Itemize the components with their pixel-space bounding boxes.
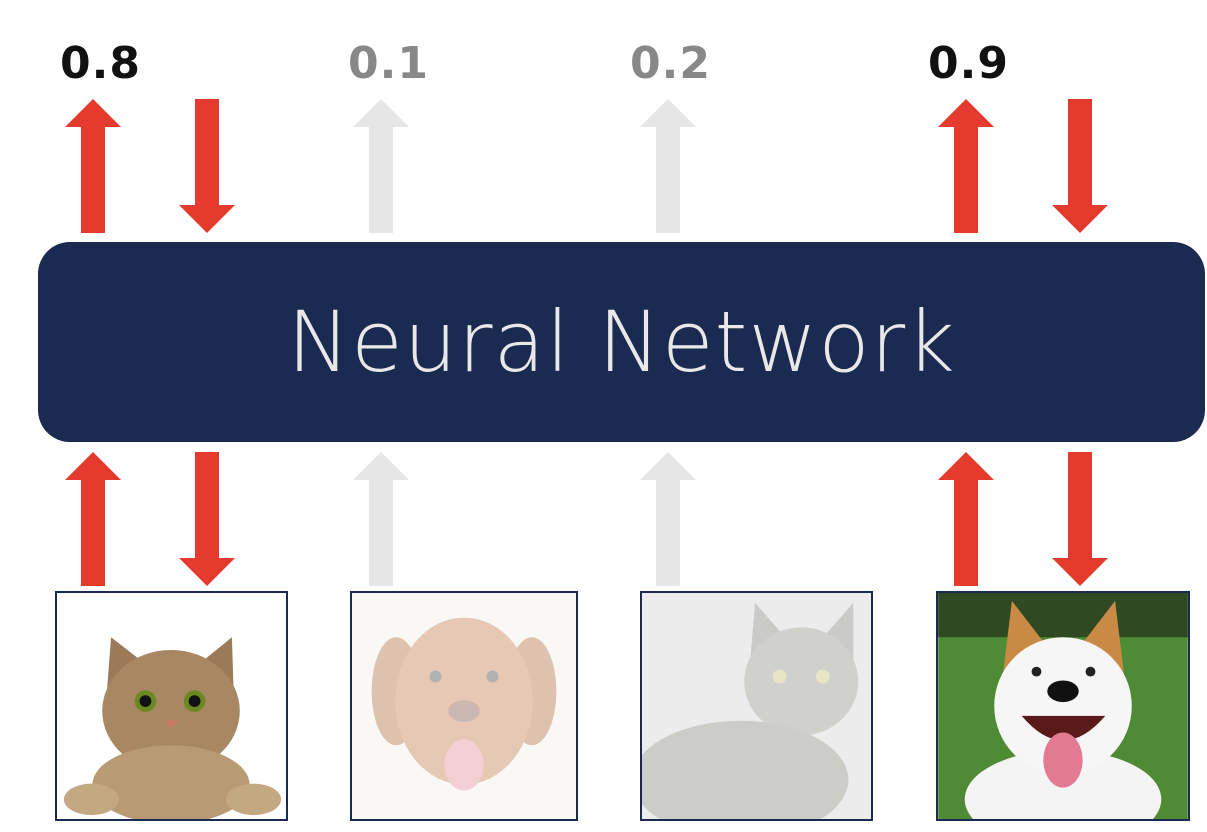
dog-icon — [352, 593, 576, 819]
score-3: 0.2 — [630, 38, 711, 89]
output-arrow-up-icon — [938, 99, 994, 233]
score-2: 0.1 — [348, 38, 429, 89]
backprop-arrow-down-icon — [1052, 452, 1108, 586]
image-dog-2 — [936, 591, 1190, 821]
cat-icon — [642, 593, 871, 819]
input-arrow-up-icon — [65, 452, 121, 586]
neural-network-label: Neural Network — [287, 293, 956, 391]
image-cat-1 — [55, 591, 288, 821]
backprop-arrow-down-icon — [179, 452, 235, 586]
output-arrow-up-icon — [65, 99, 121, 233]
input-arrow-up-icon — [353, 452, 409, 586]
input-arrow-up-icon — [938, 452, 994, 586]
neural-network-box: Neural Network — [38, 242, 1205, 442]
dog-icon — [938, 593, 1188, 819]
output-arrow-up-icon — [353, 99, 409, 233]
cat-icon — [57, 593, 286, 819]
image-dog-1 — [350, 591, 578, 821]
score-1: 0.8 — [60, 38, 141, 89]
input-arrow-up-icon — [640, 452, 696, 586]
output-arrow-up-icon — [640, 99, 696, 233]
score-4: 0.9 — [928, 38, 1009, 89]
image-cat-2 — [640, 591, 873, 821]
feedback-arrow-down-icon — [1052, 99, 1108, 233]
feedback-arrow-down-icon — [179, 99, 235, 233]
